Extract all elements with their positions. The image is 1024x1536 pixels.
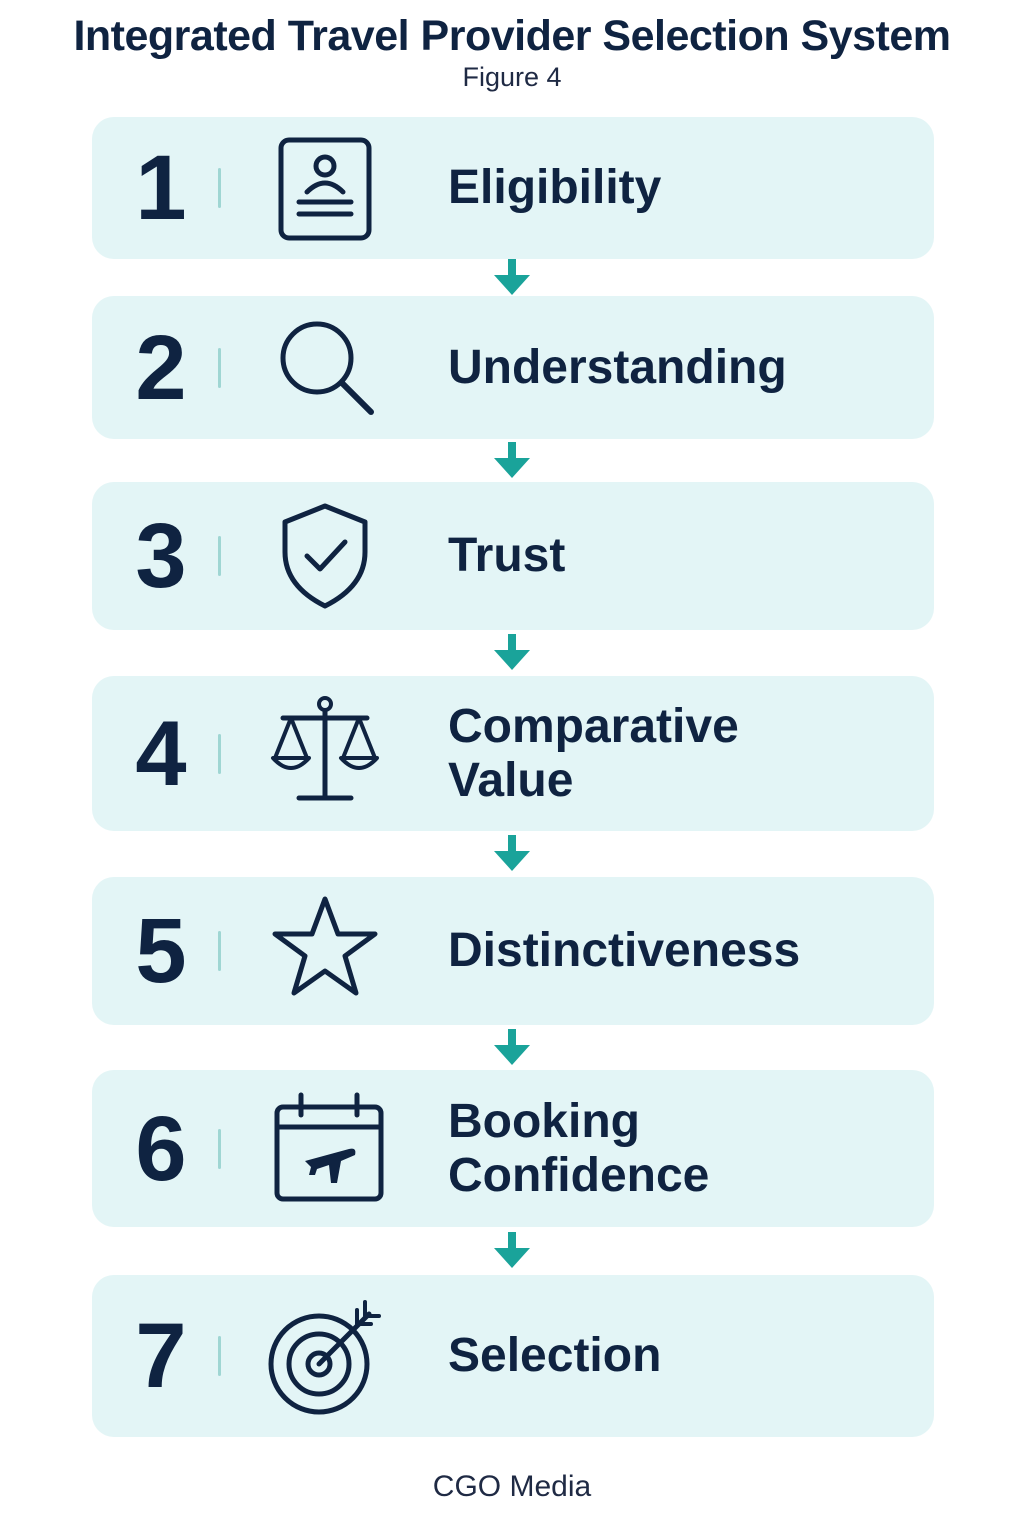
step-label-line: Confidence (448, 1148, 710, 1202)
step-number: 1 (135, 137, 186, 239)
flow-arrow-down-icon (488, 833, 536, 875)
step-card-6 (92, 1070, 934, 1227)
id-card-icon (265, 126, 385, 246)
step-label-line: Comparative (448, 699, 739, 753)
step-label-line: Booking (448, 1094, 640, 1148)
step-label-line: Value (448, 753, 574, 807)
step-label: Trust (448, 529, 868, 583)
step-divider (218, 1336, 221, 1376)
flow-arrow-down-icon (488, 257, 536, 299)
step-label: Eligibility (448, 161, 868, 215)
step-number: 4 (135, 702, 186, 805)
figure-caption: Figure 4 (462, 62, 562, 92)
step-divider (218, 536, 221, 576)
step-number: 5 (135, 900, 186, 1002)
diagram-title: Integrated Travel Provider Selection Sys… (73, 12, 951, 60)
flow-arrow-down-icon (488, 632, 536, 674)
step-label-line: Distinctiveness (448, 924, 801, 977)
step-card-4 (92, 676, 934, 831)
flow-arrow-down-icon (488, 1230, 536, 1272)
step-label: Understanding (448, 341, 868, 395)
calendar-plane-icon (265, 1089, 385, 1209)
step-divider (218, 931, 221, 971)
step-label-line: Eligibility (448, 161, 662, 214)
step-card-7 (92, 1275, 934, 1437)
step-number: 3 (135, 505, 186, 607)
step-label-line: Understanding (448, 340, 787, 394)
step-card-5 (92, 877, 934, 1025)
step-card-2 (92, 296, 934, 439)
star-icon (265, 889, 385, 1009)
magnifier-icon (265, 306, 385, 426)
shield-check-icon (265, 494, 385, 614)
step-label: Distinctiveness (448, 924, 868, 978)
flow-arrow-down-icon (488, 1027, 536, 1069)
flow-arrow-down-icon (488, 440, 536, 482)
step-number: 2 (135, 316, 186, 419)
step-divider (218, 1128, 221, 1169)
target-icon (265, 1298, 385, 1418)
step-divider (218, 168, 221, 208)
step-card-1 (92, 117, 934, 259)
step-label-line: Trust (448, 529, 566, 582)
step-card-3 (92, 482, 934, 630)
scales-icon (265, 692, 385, 812)
step-number: 6 (135, 1097, 186, 1200)
footer-credit: CGO Media (432, 1470, 592, 1503)
step-number: 7 (135, 1305, 186, 1407)
step-label: Selection (448, 1329, 868, 1383)
step-label-line: Selection (448, 1329, 662, 1382)
step-divider (218, 733, 221, 774)
step-divider (218, 347, 221, 388)
